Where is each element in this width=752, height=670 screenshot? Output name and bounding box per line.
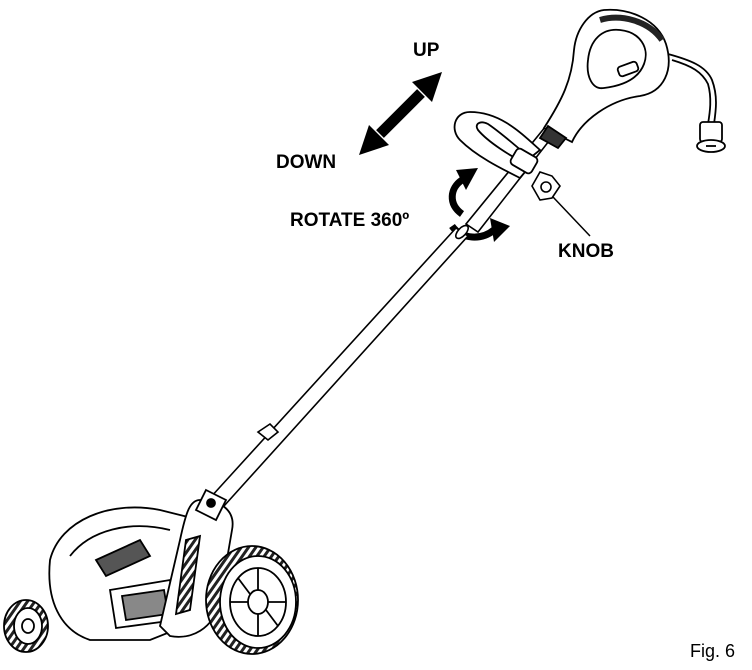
- knob: [532, 172, 560, 200]
- handle: [540, 10, 669, 148]
- down-label: DOWN: [276, 152, 336, 174]
- power-cord: [668, 54, 725, 152]
- knob-label: KNOB: [558, 241, 614, 263]
- figure-caption: Fig. 6: [690, 641, 735, 662]
- rear-wheel: [206, 546, 298, 654]
- front-wheel: [4, 600, 48, 652]
- edger-base: [49, 490, 232, 640]
- knob-leader-line: [553, 197, 590, 236]
- auxiliary-handle: [455, 112, 540, 178]
- lower-shaft: [210, 223, 470, 506]
- up-label: UP: [413, 40, 439, 62]
- rotate-label: ROTATE 360º: [290, 210, 409, 232]
- up-down-arrow: [359, 72, 442, 155]
